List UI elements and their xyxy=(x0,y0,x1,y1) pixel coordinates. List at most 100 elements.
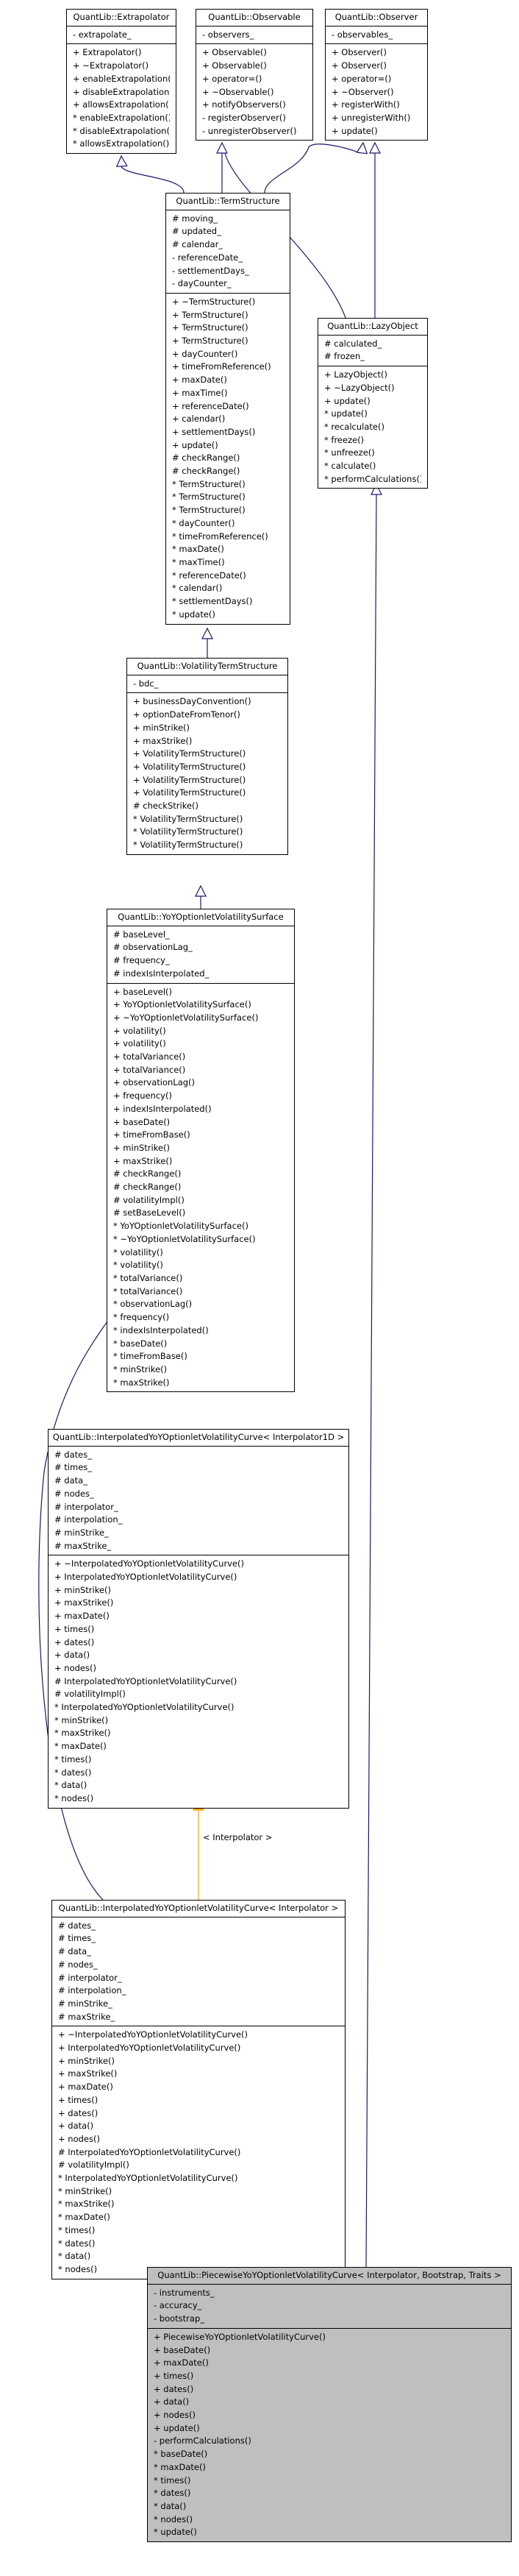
attribute: # nodes_ xyxy=(58,1959,98,1970)
operation: * disableExtrapolation() xyxy=(73,125,170,136)
operation: + baseDate() xyxy=(154,2344,211,2355)
operation: + unregisterWith() xyxy=(332,112,411,123)
class-box-observer[interactable]: QuantLib::Observer- observables_+ Observ… xyxy=(325,9,428,141)
arrowhead-lazyobject xyxy=(371,483,382,495)
operation: * performCalculations() xyxy=(324,473,421,484)
attribute: # observationLag_ xyxy=(113,942,193,953)
class-name[interactable]: QuantLib::Observable xyxy=(196,10,312,26)
class-name[interactable]: QuantLib::InterpolatedYoYOptionletVolati… xyxy=(49,1430,348,1447)
class-box-interpinst[interactable]: QuantLib::InterpolatedYoYOptionletVolati… xyxy=(51,1900,346,2279)
operation: + maxStrike() xyxy=(58,2068,118,2079)
operation: + dates() xyxy=(154,2383,194,2394)
class-box-extrapolator[interactable]: QuantLib::Extrapolator- extrapolate_+ Ex… xyxy=(66,9,176,155)
attribute: # maxStrike_ xyxy=(58,2011,115,2022)
operation: * YoYOptionletVolatilitySurface() xyxy=(113,1221,248,1232)
operation: * indexIsInterpolated() xyxy=(113,1324,209,1335)
operation: # InterpolatedYoYOptionletVolatilityCurv… xyxy=(58,2146,241,2157)
operation: + registerWith() xyxy=(332,99,400,110)
operation: + minStrike() xyxy=(113,1142,171,1153)
attribute: # minStrike_ xyxy=(54,1527,109,1538)
operations-section: + Extrapolator()+ ~Extrapolator()+ enabl… xyxy=(67,44,176,153)
operation: + TermStructure() xyxy=(172,336,248,347)
operation: + disableExtrapolation() xyxy=(73,86,170,97)
operation: * minStrike() xyxy=(54,1714,109,1725)
operation: * freeze() xyxy=(324,434,365,445)
class-box-lazyobject[interactable]: QuantLib::LazyObject# calculated_# froze… xyxy=(318,318,428,489)
operation: * maxStrike() xyxy=(54,1728,111,1739)
operation: + maxStrike() xyxy=(133,735,193,746)
attribute: # interpolation_ xyxy=(58,1985,126,1996)
class-name[interactable]: QuantLib::TermStructure xyxy=(166,194,290,210)
attribute: # minStrike_ xyxy=(58,1998,112,2009)
operation: * observationLag() xyxy=(113,1299,193,1310)
operation: + TermStructure() xyxy=(172,322,248,333)
operation: + businessDayConvention() xyxy=(133,696,251,707)
operation: + volatility() xyxy=(113,1025,166,1036)
edge-termstructure-extrapolator xyxy=(121,166,185,194)
operation: + maxDate() xyxy=(172,375,227,386)
operation: * dates() xyxy=(58,2238,96,2249)
class-box-voltermstructure[interactable]: QuantLib::VolatilityTermStructure- bdc_+… xyxy=(126,658,288,855)
operations-section: + Observer()+ Observer()+ operator=()+ ~… xyxy=(326,44,427,140)
operation: * baseDate() xyxy=(113,1338,168,1349)
attribute: - dayCounter_ xyxy=(172,278,232,289)
operation: + Observer() xyxy=(332,47,387,58)
operation: * dates() xyxy=(54,1767,92,1778)
class-box-termstructure[interactable]: QuantLib::TermStructure# moving_# update… xyxy=(165,193,290,625)
operation: * maxDate() xyxy=(58,2212,110,2223)
class-name[interactable]: QuantLib::InterpolatedYoYOptionletVolati… xyxy=(52,1901,345,1917)
operation: + ~TermStructure() xyxy=(172,296,256,307)
operation: + referenceDate() xyxy=(172,400,249,411)
attributes-section: # dates_# times_# data_# nodes_# interpo… xyxy=(49,1447,348,1556)
arrowhead-extrapolator xyxy=(115,155,128,168)
operation: + ~Observer() xyxy=(332,86,394,97)
class-box-yoysurface[interactable]: QuantLib::YoYOptionletVolatilitySurface#… xyxy=(107,909,295,1393)
operation: * maxStrike() xyxy=(58,2199,115,2210)
operation: # volatilityImpl() xyxy=(113,1194,185,1205)
operation: + VolatilityTermStructure() xyxy=(133,787,246,798)
operation: # checkRange() xyxy=(172,453,240,464)
operation: + timeFromBase() xyxy=(113,1129,190,1140)
attributes-section: # baseLevel_# observationLag_# frequency… xyxy=(107,926,294,984)
class-box-observable[interactable]: QuantLib::Observable- observers_+ Observ… xyxy=(196,9,313,141)
operation: * TermStructure() xyxy=(172,478,246,489)
operations-section: + LazyObject()+ ~LazyObject()+ update()*… xyxy=(318,366,427,488)
class-name[interactable]: QuantLib::Observer xyxy=(326,10,427,26)
operation: - registerObserver() xyxy=(202,112,286,123)
operation: + ~InterpolatedYoYOptionletVolatilityCur… xyxy=(58,2029,248,2040)
operation: + ~InterpolatedYoYOptionletVolatilityCur… xyxy=(54,1558,245,1569)
operation: * TermStructure() xyxy=(172,492,246,503)
class-name[interactable]: QuantLib::VolatilityTermStructure xyxy=(127,659,287,675)
operation: + PiecewiseYoYOptionletVolatilityCurve() xyxy=(154,2331,326,2342)
operation: * ~YoYOptionletVolatilitySurface() xyxy=(113,1233,256,1244)
class-name[interactable]: QuantLib::Extrapolator xyxy=(67,10,176,26)
operation: + update() xyxy=(324,395,371,406)
operation: + Observer() xyxy=(332,60,387,71)
class-name[interactable]: QuantLib::LazyObject xyxy=(318,319,427,336)
operation: + dates() xyxy=(58,2107,99,2118)
operation: + dates() xyxy=(54,1636,95,1647)
operation: + times() xyxy=(154,2370,194,2381)
operation: + maxDate() xyxy=(58,2082,113,2093)
attribute: - referenceDate_ xyxy=(172,252,243,263)
arrowhead-termstructure xyxy=(201,627,213,639)
attribute: # interpolator_ xyxy=(58,1972,122,1983)
operation: + data() xyxy=(54,1650,90,1661)
class-name[interactable]: QuantLib::PiecewiseYoYOptionletVolatilit… xyxy=(148,2268,511,2285)
operation: * TermStructure() xyxy=(172,505,246,516)
operation: + maxStrike() xyxy=(113,1155,173,1166)
operation: + maxDate() xyxy=(54,1611,110,1622)
attributes-section: - observables_ xyxy=(326,26,427,45)
operation: * data() xyxy=(54,1780,87,1791)
operation: + TermStructure() xyxy=(172,309,248,320)
operation: * maxDate() xyxy=(172,544,224,555)
operation: * frequency() xyxy=(113,1312,170,1323)
class-box-piecewise[interactable]: QuantLib::PiecewiseYoYOptionletVolatilit… xyxy=(147,2267,512,2543)
class-name[interactable]: QuantLib::YoYOptionletVolatilitySurface xyxy=(107,909,294,926)
operation: * minStrike() xyxy=(113,1363,168,1374)
attribute: # frozen_ xyxy=(324,351,365,362)
class-box-interp1d[interactable]: QuantLib::InterpolatedYoYOptionletVolati… xyxy=(48,1429,349,1809)
operation: + settlementDays() xyxy=(172,426,256,437)
operation: + minStrike() xyxy=(133,722,190,733)
operation: + minStrike() xyxy=(54,1584,112,1595)
